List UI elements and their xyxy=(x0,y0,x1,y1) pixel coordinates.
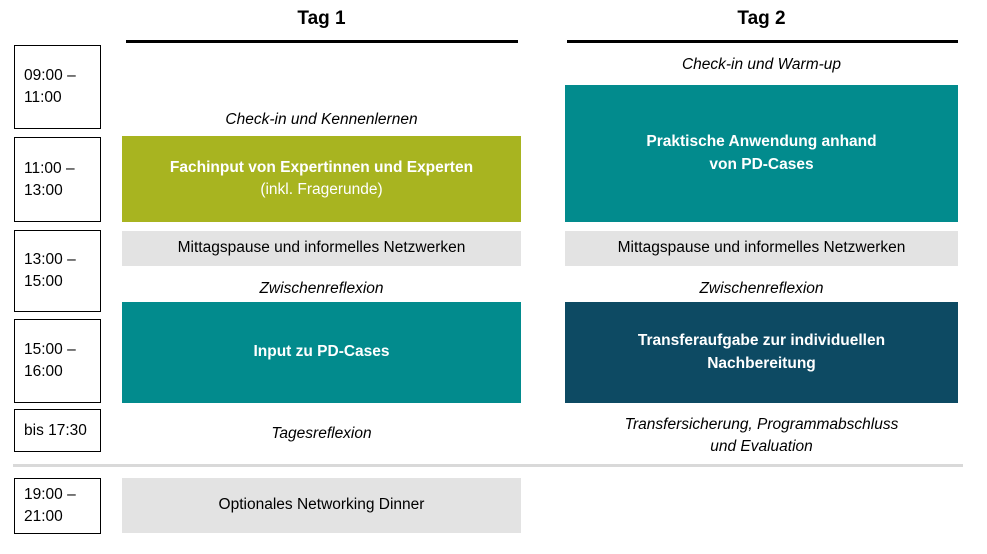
day1-fachinput-block: Fachinput von Expertinnen und Experten (… xyxy=(122,136,521,222)
day2-transferaufgabe-line2: Nachbereitung xyxy=(707,354,816,372)
day2-header: Tag 2 xyxy=(737,8,786,29)
day2-closing-line1: Transfersicherung, Programmabschluss xyxy=(624,416,899,433)
evening-divider-line xyxy=(13,464,963,467)
day2-transferaufgabe-line1: Transferaufgabe zur individuellen xyxy=(637,332,886,350)
day2-zwischenreflexion-label: Zwischenreflexion xyxy=(699,280,824,297)
day1-header-underline xyxy=(126,40,518,43)
day1-input-pd-cases-title: Input zu PD-Cases xyxy=(253,343,390,361)
day2-closing-label: Transfersicherung, Programmabschluss und… xyxy=(565,414,958,459)
day1-lunch-block: Mittagspause und informelles Netzwerken xyxy=(122,231,521,266)
day2-lunch-block: Mittagspause und informelles Netzwerken xyxy=(565,231,958,266)
day1-input-pd-cases-block: Input zu PD-Cases xyxy=(122,302,521,403)
day2-closing-line2: und Evaluation xyxy=(710,438,813,456)
day2-header-underline xyxy=(567,40,958,43)
day2-praktische-anwendung-line1: Praktische Anwendung anhand xyxy=(646,133,877,151)
time-slot-line: 11:00 xyxy=(24,89,62,106)
day1-networking-dinner-block: Optionales Networking Dinner xyxy=(122,478,521,533)
day1-fachinput-title: Fachinput von Expertinnen und Experten xyxy=(169,158,474,176)
time-slot-line: 13:00 – xyxy=(24,251,76,269)
time-slot-line: 19:00 – xyxy=(24,486,76,504)
day2-praktische-anwendung-line2: von PD-Cases xyxy=(709,155,814,173)
time-slot-1900-2100: 19:00 – 21:00 xyxy=(14,478,101,534)
time-slot-1300-1500: 13:00 – 15:00 xyxy=(14,230,101,312)
time-slot-0900-1100: 09:00 – 11:00 xyxy=(14,45,101,129)
day1-tagesreflexion-label: Tagesreflexion xyxy=(271,425,372,442)
day1-checkin-label: Check-in und Kennenlernen xyxy=(225,111,418,128)
day1-header: Tag 1 xyxy=(297,8,346,29)
time-slot-line: 13:00 xyxy=(24,181,63,199)
time-slot-1500-1600: 15:00 – 16:00 xyxy=(14,319,101,403)
day1-fachinput-subtitle: (inkl. Fragerunde) xyxy=(260,181,383,198)
time-slot-line: 16:00 xyxy=(24,363,63,380)
time-slot-line: 15:00 – xyxy=(24,341,76,359)
time-slot-line: 11:00 – xyxy=(24,159,75,177)
time-slot-line: 21:00 xyxy=(24,508,63,525)
time-slot-line: bis 17:30 xyxy=(24,421,87,439)
day2-praktische-anwendung-block: Praktische Anwendung anhand von PD-Cases xyxy=(565,85,958,222)
time-slot-line: 09:00 – xyxy=(24,67,76,85)
time-slot-1100-1300: 11:00 – 13:00 xyxy=(14,137,101,222)
time-slot-line: 15:00 xyxy=(24,273,63,290)
day2-checkin-label: Check-in und Warm-up xyxy=(681,56,842,73)
time-slot-bis-1730: bis 17:30 xyxy=(14,409,101,452)
day1-zwischenreflexion-label: Zwischenreflexion xyxy=(259,280,384,297)
day2-transferaufgabe-block: Transferaufgabe zur individuellen Nachbe… xyxy=(565,302,958,403)
